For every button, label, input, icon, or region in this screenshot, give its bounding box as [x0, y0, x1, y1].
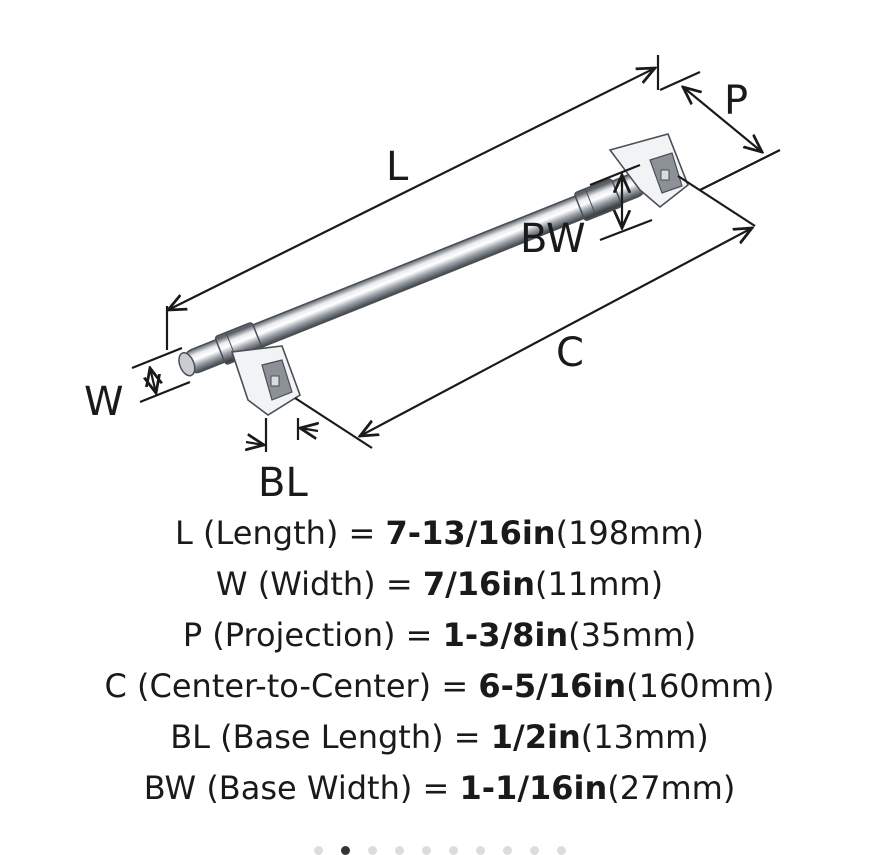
carousel-dot[interactable]: [367, 846, 377, 855]
carousel-dot[interactable]: [340, 846, 350, 855]
spec-name: (Center-to-Center) =: [126, 667, 479, 705]
label-P: P: [724, 78, 748, 124]
spec-metric: (35mm): [568, 616, 697, 654]
carousel-dot[interactable]: [529, 846, 539, 855]
spec-width: W (Width) = 7/16in(11mm): [0, 559, 879, 610]
label-BL: BL: [258, 460, 308, 506]
spec-length: L (Length) = 7-13/16in(198mm): [0, 508, 879, 559]
spec-metric: (198mm): [555, 514, 704, 552]
spec-code: P: [182, 616, 203, 654]
spec-code: W: [215, 565, 248, 603]
carousel-dot[interactable]: [421, 846, 431, 855]
spec-code: L: [175, 514, 193, 552]
spec-name: (Length) =: [192, 514, 386, 552]
label-C: C: [556, 330, 584, 376]
spec-base-length: BL (Base Length) = 1/2in(13mm): [0, 712, 879, 763]
label-W: W: [84, 379, 124, 425]
left-base: [230, 345, 301, 416]
spec-metric: (11mm): [535, 565, 664, 603]
spec-name: (Projection) =: [202, 616, 443, 654]
spec-base-width: BW (Base Width) = 1-1/16in(27mm): [0, 763, 879, 814]
carousel-dot[interactable]: [313, 846, 323, 855]
spec-imperial: 7-13/16in: [385, 514, 556, 552]
spec-metric: (27mm): [607, 769, 736, 807]
carousel-dot[interactable]: [394, 846, 404, 855]
label-L: L: [386, 144, 409, 190]
handle-dimension-diagram: L P BW C W BL: [84, 55, 781, 506]
spec-name: (Width) =: [247, 565, 423, 603]
spec-metric: (13mm): [580, 718, 709, 756]
carousel-dot[interactable]: [502, 846, 512, 855]
carousel-dot[interactable]: [448, 846, 458, 855]
spec-imperial: 1/2in: [490, 718, 581, 756]
spec-center-to-center: C (Center-to-Center) = 6-5/16in(160mm): [0, 661, 879, 712]
spec-imperial: 1-1/16in: [459, 769, 608, 807]
carousel-dot[interactable]: [475, 846, 485, 855]
spec-name: (Base Width) =: [196, 769, 460, 807]
carousel-dots: [0, 846, 879, 855]
dimension-lines: [131, 55, 781, 452]
spec-imperial: 1-3/8in: [442, 616, 569, 654]
spec-imperial: 7/16in: [422, 565, 536, 603]
spec-code: BL: [170, 718, 210, 756]
spec-code: C: [104, 667, 127, 705]
spec-code: BW: [143, 769, 197, 807]
spec-list: L (Length) = 7-13/16in(198mm) W (Width) …: [0, 508, 879, 814]
carousel-dot[interactable]: [556, 846, 566, 855]
spec-name: (Base Length) =: [210, 718, 491, 756]
spec-projection: P (Projection) = 1-3/8in(35mm): [0, 610, 879, 661]
label-BW: BW: [520, 216, 586, 262]
spec-metric: (160mm): [626, 667, 775, 705]
spec-imperial: 6-5/16in: [478, 667, 627, 705]
